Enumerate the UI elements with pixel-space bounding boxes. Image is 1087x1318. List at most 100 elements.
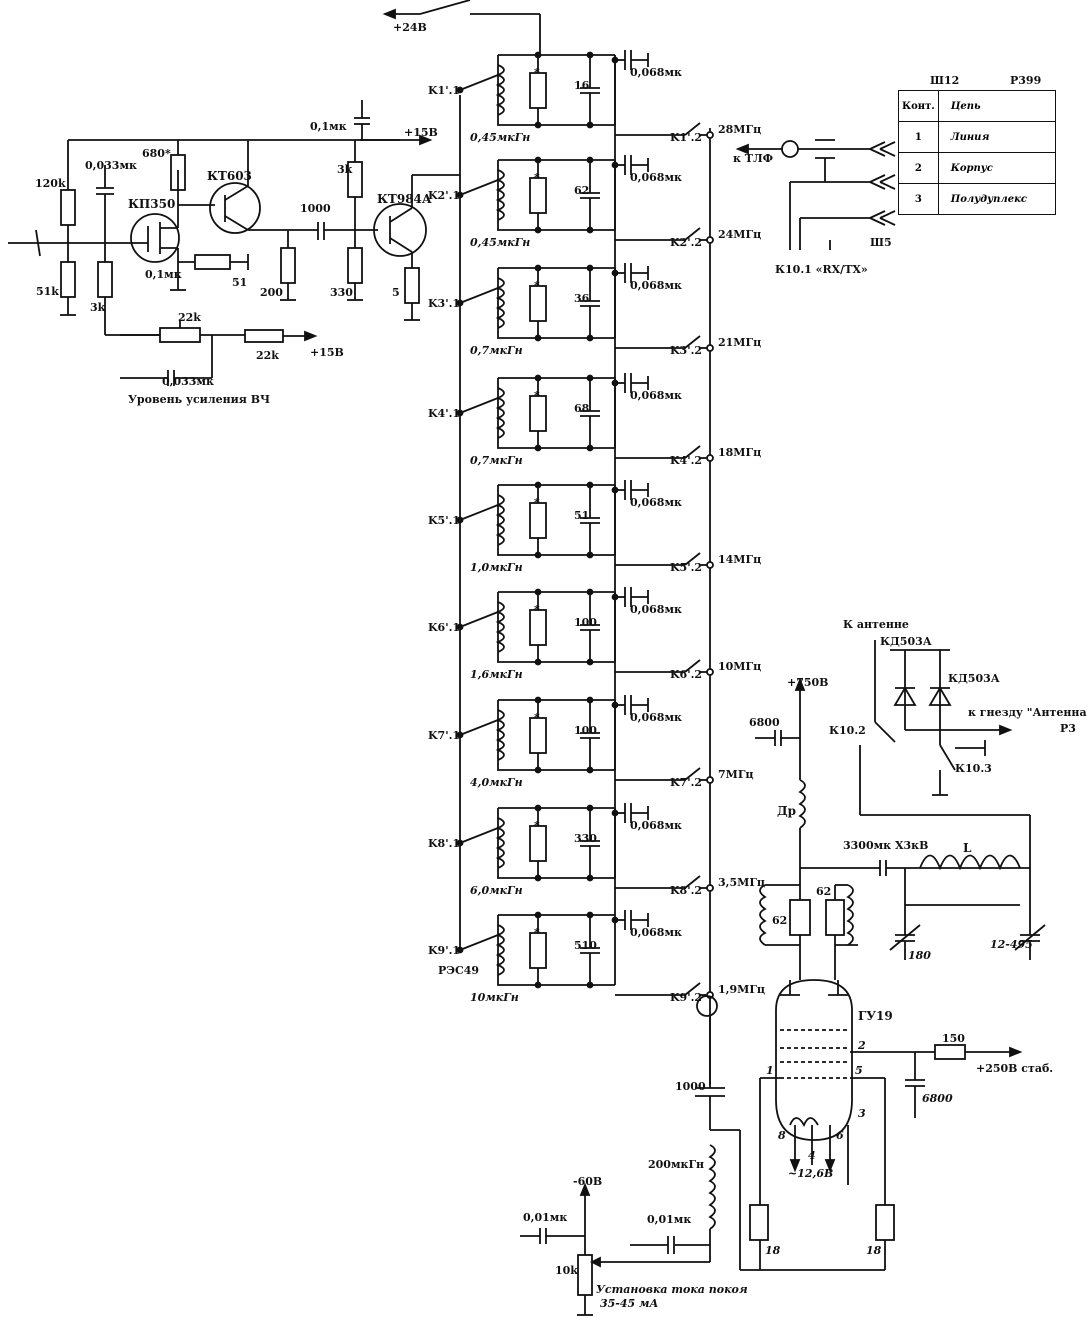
node-dot (534, 696, 542, 704)
band-terminal (706, 454, 714, 462)
node-dot (586, 588, 594, 596)
c3300-label: 3300мк Х3кВ (843, 839, 929, 852)
node-dot (611, 593, 619, 601)
node-dot (586, 874, 594, 882)
relay-label: K6'.1 (428, 621, 461, 634)
node-dot (586, 51, 594, 59)
cblock-label: 0,068мк (630, 496, 682, 509)
relay-contact (459, 287, 499, 304)
bias-label-2: 35-45 мА (600, 1297, 659, 1310)
filter-bottom-rail (497, 485, 615, 556)
band-switch (684, 335, 701, 349)
c1000-label: 1000 (300, 202, 331, 215)
r680-label: 680* (142, 147, 171, 160)
cap-value-label: 68 (574, 402, 590, 415)
relay-label: K4'.1 (428, 407, 461, 420)
c01a-label: 0,1мк (145, 268, 182, 281)
relay-label: K2'.1 (428, 189, 461, 202)
r62a-label: 62 (772, 914, 788, 927)
node-dot (611, 701, 619, 709)
header-circuit: Цепь (937, 90, 1057, 122)
pin2-label: 2 (858, 1039, 866, 1052)
node-dot (586, 766, 594, 774)
band-terminal (706, 776, 714, 784)
k102-label: К10.2 (829, 724, 866, 737)
band-label: 3,5МГц (718, 876, 766, 889)
inductance-label: 0,45мкГн (470, 236, 531, 249)
node-dot (586, 334, 594, 342)
c033-label: 0,033мк (85, 159, 137, 172)
cap-value-label: 36 (574, 292, 590, 305)
filter-bottom-rail (497, 268, 615, 339)
node-dot (456, 946, 464, 954)
node-dot (534, 481, 542, 489)
node-dot (534, 444, 542, 452)
r3-label: Р3 (1060, 722, 1076, 735)
filter-coil (495, 709, 505, 761)
node-dot (456, 299, 464, 307)
switch-label: K2'.2 (670, 236, 703, 249)
relay-label: K8'.1 (428, 837, 461, 850)
r150-label: 150 (942, 1032, 965, 1045)
cblock-label: 0,068мк (630, 389, 682, 402)
node-dot (456, 731, 464, 739)
node-dot (611, 269, 619, 277)
node-dot (534, 911, 542, 919)
row-contact: 1 (898, 121, 939, 153)
node-dot (611, 379, 619, 387)
r5-label: 5 (392, 286, 400, 299)
gain-level-label: Уровень усиления ВЧ (128, 393, 271, 406)
cblock-label: 0,068мк (630, 926, 682, 939)
cap-value-label: 62 (574, 184, 590, 197)
node-dot (586, 911, 594, 919)
node-dot (586, 374, 594, 382)
node-dot (586, 804, 594, 812)
node-dot (611, 56, 619, 64)
r200-label: 200 (260, 286, 283, 299)
p15-top-label: +15В (404, 126, 438, 139)
d1-label: КД503А (880, 635, 932, 648)
band-terminal (706, 131, 714, 139)
node-dot (456, 839, 464, 847)
relay-label: K7'.1 (428, 729, 461, 742)
r22k-pot-label: 22k (178, 311, 201, 324)
filter-bottom-rail (497, 915, 615, 986)
pin6-label: 6 (836, 1129, 844, 1142)
p15-bottom-label: +15В (310, 346, 344, 359)
r10k-label: 10k (555, 1264, 578, 1277)
c6800b-label: 6800 (922, 1092, 953, 1105)
cblock-label: 0,068мк (630, 603, 682, 616)
switch-label: K8'.2 (670, 884, 703, 897)
c6800a-label: 6800 (749, 716, 780, 729)
node-dot (586, 121, 594, 129)
relay-contact (459, 719, 499, 736)
connector-table: Конт. Цепь 1 Линия 2 Корпус 3 Полудуплек… (898, 90, 1057, 215)
band-switch (684, 875, 701, 889)
relay-contact (459, 934, 499, 951)
node-dot (456, 623, 464, 631)
cblock-label: 0,068мк (630, 171, 682, 184)
cblock-label: 0,068мк (630, 711, 682, 724)
node-dot (534, 981, 542, 989)
star-mark: * (534, 496, 540, 509)
kp350-label: КП350 (128, 197, 176, 211)
filter-coil (495, 494, 505, 546)
cap-value-label: 330 (574, 832, 597, 845)
band-terminal (706, 236, 714, 244)
c1000-out-label: 1000 (675, 1080, 706, 1093)
filter-bottom-rail (497, 378, 615, 449)
filter-coil (495, 387, 505, 439)
cblock-label: 0,068мк (630, 819, 682, 832)
band-label: 18МГц (718, 446, 762, 459)
band-terminal (706, 344, 714, 352)
sh5-label: Ш5 (870, 236, 892, 249)
r51-label: 51 (232, 276, 248, 289)
choke-label: Др (777, 804, 797, 818)
band-switch (684, 445, 701, 459)
kt984-label: КТ984А (377, 192, 432, 206)
relay-contact (459, 74, 499, 91)
r330-label: 330 (330, 286, 353, 299)
band-switch (684, 659, 701, 673)
relay-label: K5'.1 (428, 514, 461, 527)
